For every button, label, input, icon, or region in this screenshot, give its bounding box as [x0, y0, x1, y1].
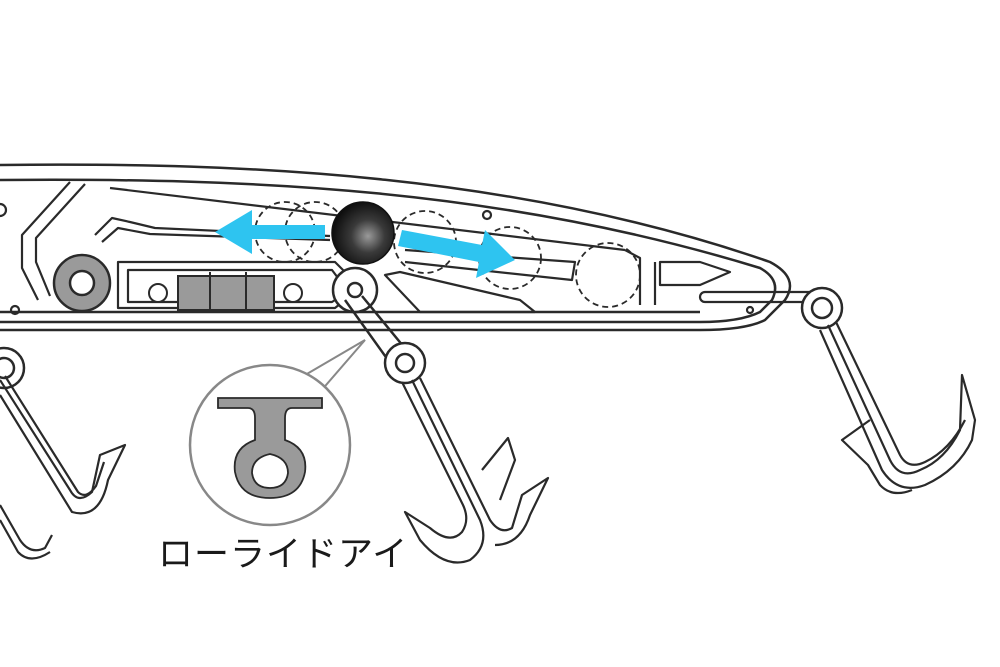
- arrow-left: [215, 210, 325, 254]
- magnet-block: [148, 272, 303, 312]
- callout-label: ローライドアイ: [158, 535, 409, 575]
- low-ride-eye-detail: [217, 397, 323, 499]
- ball-motion-arrows: [215, 210, 515, 278]
- rear-split-ring: [800, 286, 844, 330]
- arrow-right: [398, 230, 515, 278]
- low-ride-eye-callout: [188, 363, 352, 527]
- rear-treble-hook: [818, 321, 977, 495]
- treble-hooks: [0, 321, 977, 564]
- weight-ball: [331, 201, 395, 265]
- front-weight: [52, 253, 112, 313]
- front-treble-hook: [0, 375, 127, 560]
- belly-hook-hanger: [331, 266, 427, 385]
- callout-leader: [299, 339, 366, 393]
- belly-treble-hook: [401, 377, 550, 564]
- front-split-ring: [0, 346, 26, 390]
